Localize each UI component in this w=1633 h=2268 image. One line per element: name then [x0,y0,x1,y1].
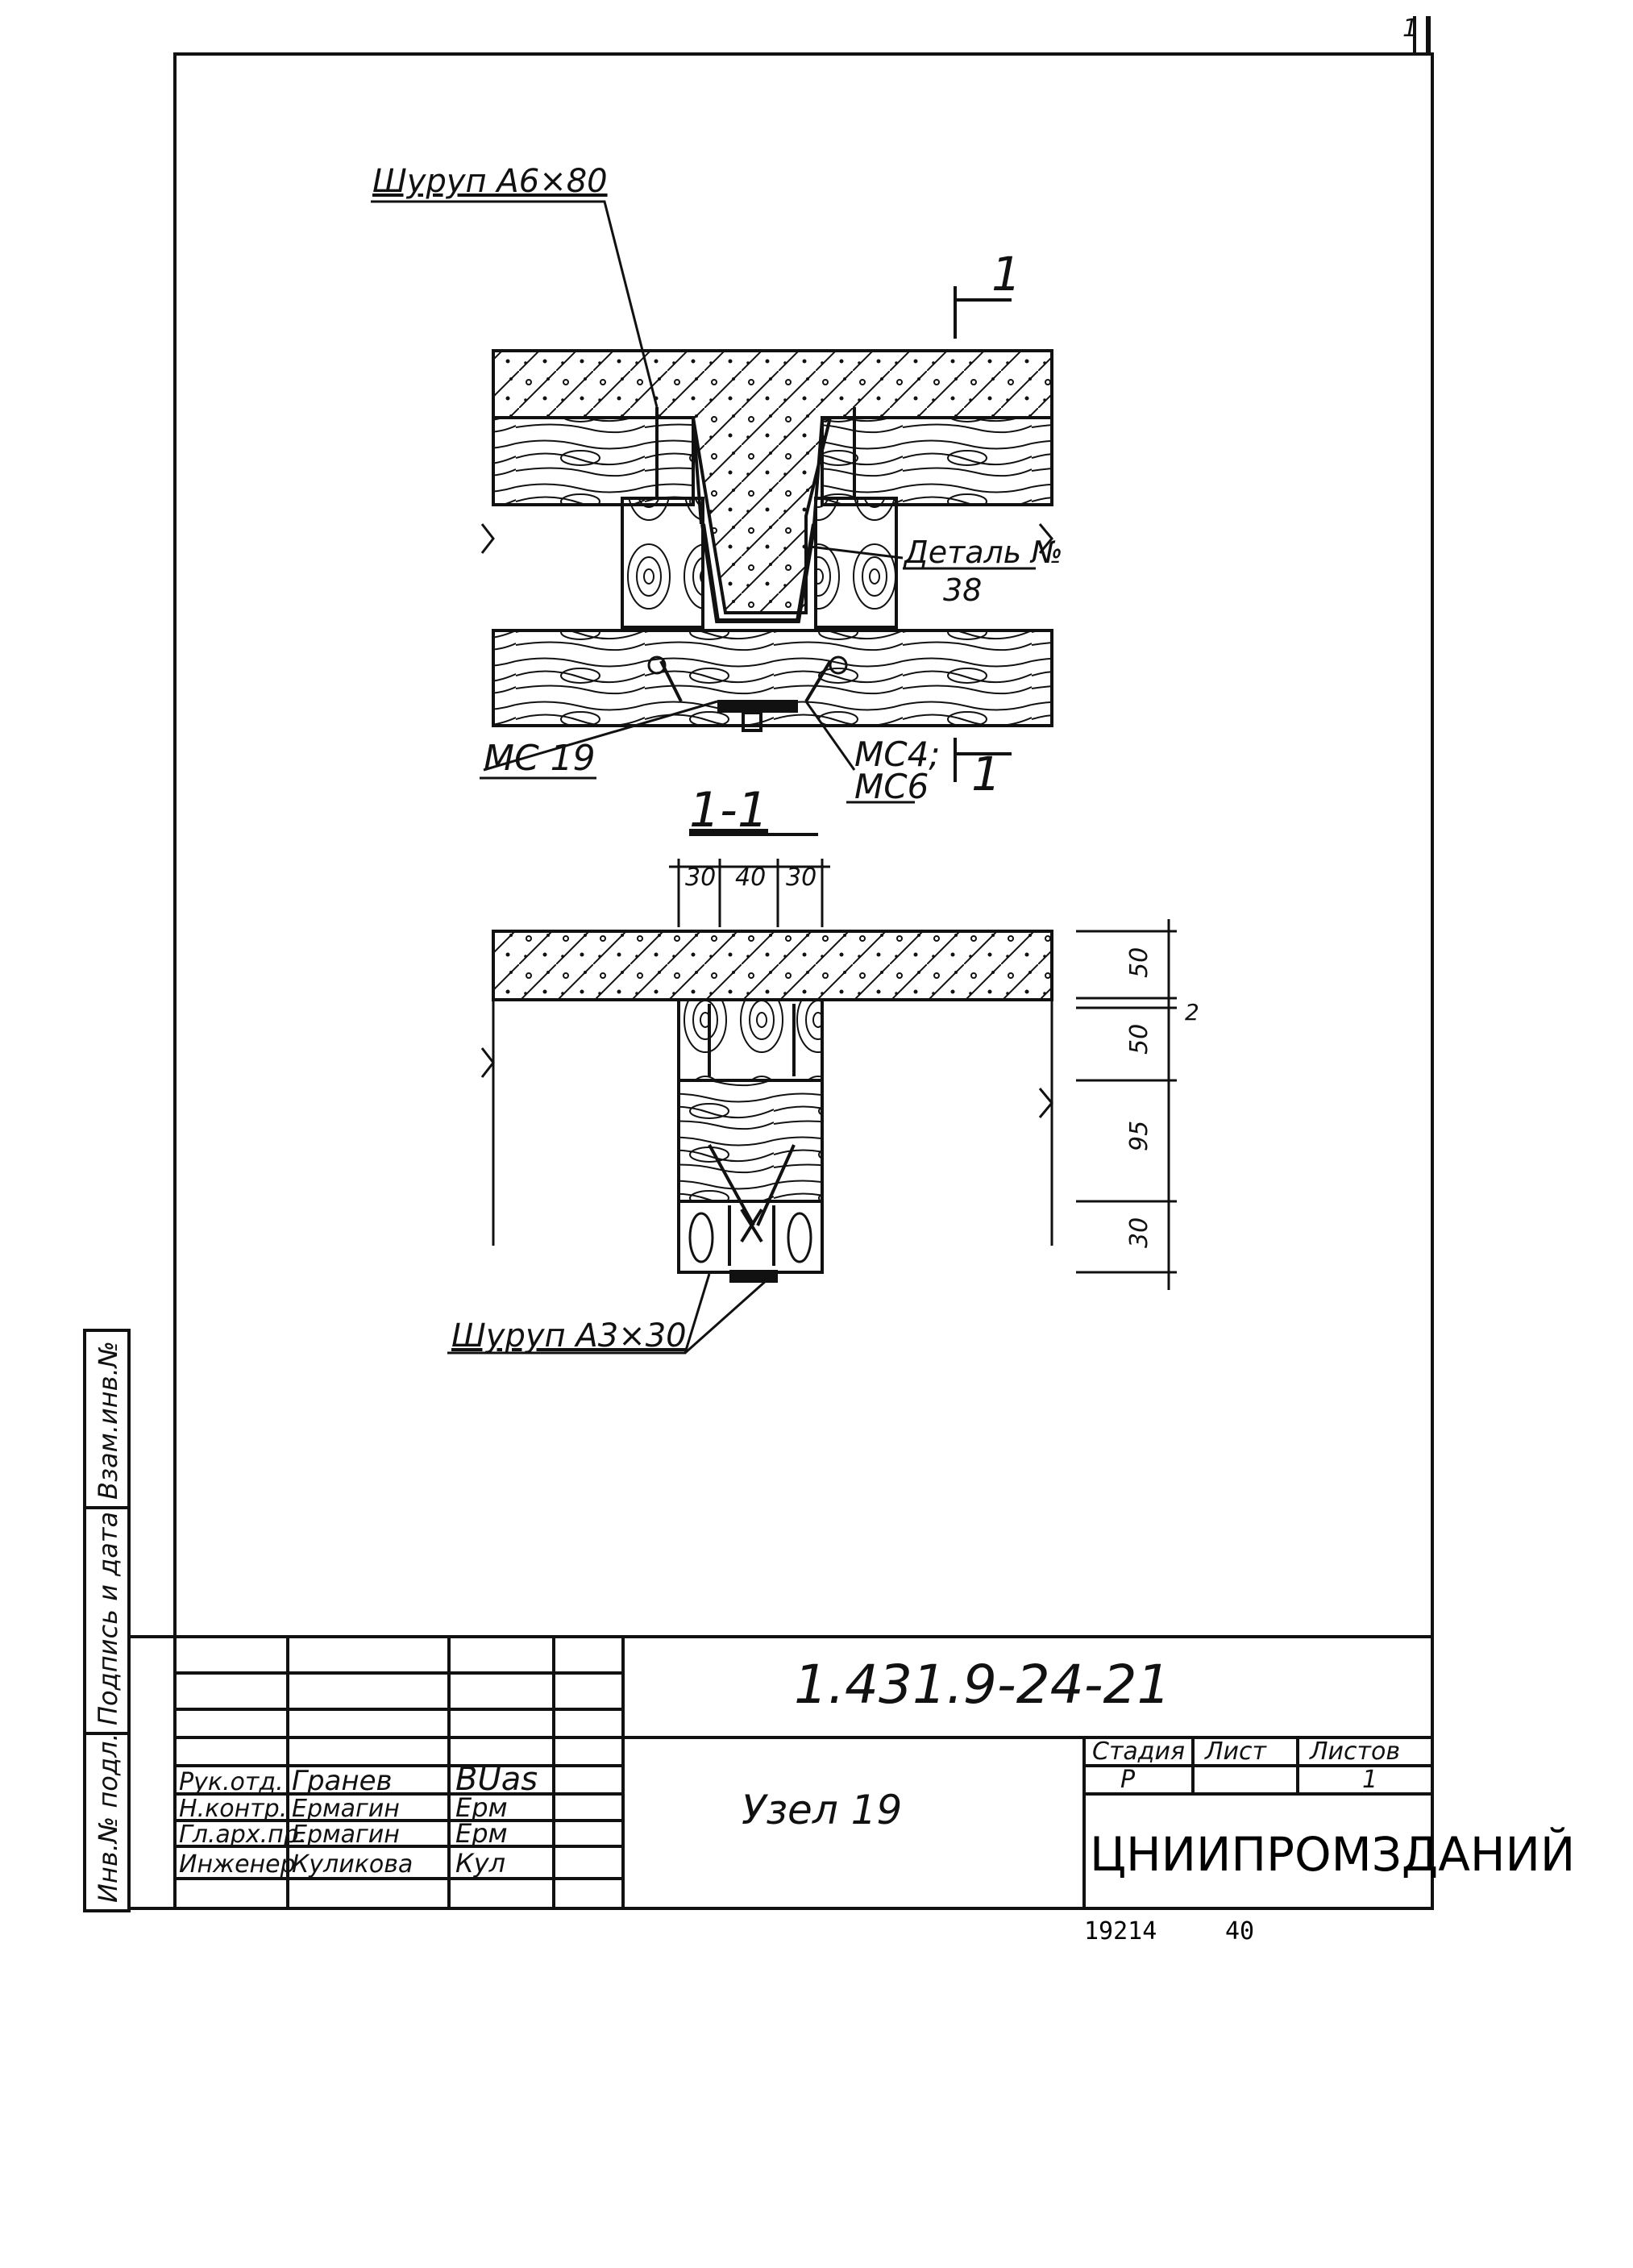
signature-2: Ерм [455,1792,508,1823]
top-marker: 1 [1402,15,1418,43]
sheets-value: 1 [1362,1766,1377,1794]
name-2: Ермагин [292,1795,400,1823]
callout-screw-bottom: Шуруп А3×30 [451,1317,687,1355]
plan-upper-board-right [821,416,1053,506]
section-beam [677,1079,824,1203]
dim-right-1: 50 [1125,947,1153,978]
dim-right-4: 30 [1125,1217,1153,1248]
footer-number: 40 [1225,1917,1254,1945]
dim-top-3: 30 [786,864,816,892]
plan-block-left [621,497,704,629]
plan-block-right [814,497,898,629]
callout-screw-top: Шуруп А6×80 [372,163,608,200]
signature-4: Кул [455,1848,505,1879]
plan-anchor-plate [717,700,798,713]
dim-right-3: 95 [1125,1121,1153,1151]
leader-mc19 [483,700,718,772]
callout-detail-line2: 38 [943,572,982,608]
sheets-header: Листов [1309,1737,1400,1766]
section-concrete-slab [492,930,1053,1001]
section-upper-block [677,998,824,1082]
dim-right-extra: 2 [1185,999,1199,1026]
name-1: Гранев [292,1765,393,1797]
plan-steel-channel [700,523,816,623]
plan-upper-board-left [492,416,695,506]
callout-detail-line1: Деталь № [903,535,1063,570]
role-4: Инженер [179,1850,296,1879]
name-4: Куликова [292,1850,413,1879]
stamp-replace-inv: Взам.инв.№ [93,1341,123,1500]
section-mark-top: 1 [991,247,1021,302]
callout-mc19: МС 19 [484,738,596,779]
signature-1: BUas [455,1761,538,1798]
stamp-sign-date: Подпись и дата [93,1512,123,1725]
plan-view: 1 1 Шуруп А6×80 Деталь № 38 МС 19 МС4; М… [371,163,1063,806]
role-2: Н.контр. [179,1795,287,1823]
dim-top-1: 30 [685,864,716,892]
callout-mc4-line2: МС6 [854,767,929,806]
designation: 1.431.9-24-21 [794,1654,1171,1716]
title-block [129,1635,1432,1910]
side-stamp [83,1329,131,1912]
section-view: 1-1 30 40 30 [447,782,1199,1355]
section-cut-marker [954,286,1012,782]
plan-bolt [742,711,762,732]
leader-screw-top [371,200,659,408]
footer-code: 19214 [1084,1917,1157,1945]
callout-mc4-line1: МС4; [854,734,940,774]
stage-header: Стадия [1092,1737,1185,1766]
stage-value: Р [1120,1766,1136,1794]
role-3: Гл.арх.пр. [179,1821,306,1849]
stamp-orig-inv: Инв.№ подл. [93,1733,123,1903]
dim-right-2: 50 [1125,1024,1153,1055]
dim-top-2: 40 [735,864,766,892]
leader-mc4 [804,701,856,771]
signature-3: Ерм [455,1818,508,1849]
leader-detail [809,545,904,560]
organization: ЦНИИПРОМЗДАНИЙ [1090,1826,1575,1882]
name-3: Ермагин [292,1821,400,1849]
section-title: 1-1 [689,782,768,839]
role-1: Рук.отд. [179,1768,284,1796]
section-mark-bottom: 1 [971,747,1001,801]
sheet-header: Лист [1204,1737,1268,1766]
sheet-name: Узел 19 [742,1787,902,1833]
